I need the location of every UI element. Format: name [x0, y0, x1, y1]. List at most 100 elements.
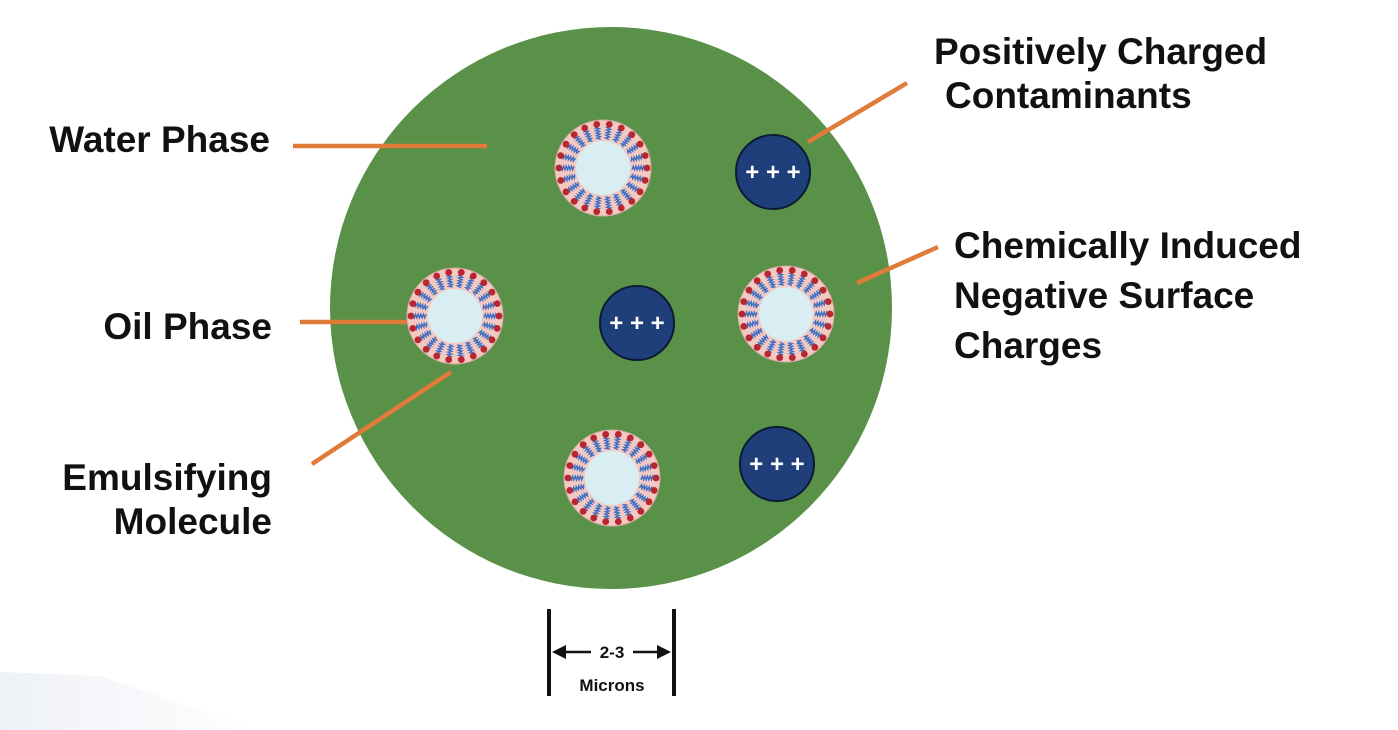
- surfactant-head: [562, 140, 570, 148]
- droplet-core: [759, 287, 813, 341]
- surfactant-tail: [418, 291, 433, 303]
- surfactant-head: [557, 177, 565, 184]
- positive-charge-symbol: + + +: [609, 310, 664, 337]
- surfactant-head: [753, 277, 761, 285]
- label-emulsifying-molecule: Emulsifying Molecule: [62, 457, 272, 542]
- surfactant-tail: [603, 126, 613, 141]
- contaminant-circle: [599, 285, 675, 361]
- surfactant-tail: [561, 173, 576, 184]
- surfactant-head: [480, 279, 488, 287]
- surfactant-tail: [802, 280, 816, 294]
- surfactant-tail: [749, 289, 764, 301]
- surfactant-head: [652, 474, 660, 482]
- contaminant-particle: + + +: [739, 426, 815, 502]
- scale-arrowhead-left: [552, 645, 566, 659]
- surfactant-head: [626, 514, 634, 522]
- surfactant-tail: [592, 503, 603, 517]
- surfactant-head: [445, 269, 453, 276]
- surfactant-head: [645, 498, 653, 506]
- surfactant-head: [495, 312, 503, 320]
- surfactant-head: [488, 336, 496, 344]
- oil-droplet: [737, 265, 835, 363]
- surfactant-tail: [464, 277, 475, 291]
- surfactant-tail: [455, 344, 465, 359]
- surfactant-tail: [809, 288, 823, 301]
- surfactant-tail: [626, 142, 640, 155]
- surfactant-head: [571, 450, 579, 458]
- surfactant-head: [605, 121, 613, 128]
- surfactant-head: [590, 514, 598, 522]
- surfactant-tail: [425, 336, 439, 350]
- surfactant-tail: [481, 320, 496, 331]
- droplet-core: [585, 451, 639, 505]
- surfactant-tail: [602, 505, 612, 520]
- scale-bar: [547, 609, 676, 696]
- surfactant-head: [641, 177, 649, 184]
- surfactant-head: [745, 334, 753, 342]
- surfactant-tail: [483, 312, 498, 320]
- surfactant-tail: [795, 275, 806, 289]
- surfactant-head: [740, 298, 748, 305]
- surfactant-tail: [593, 125, 603, 140]
- surfactant-head: [826, 310, 834, 318]
- background-shade: [0, 672, 260, 730]
- leader-negative-surface: [856, 244, 939, 286]
- surfactant-head: [570, 197, 578, 205]
- surfactant-head: [422, 279, 430, 287]
- contaminants: + + ++ + ++ + +: [599, 134, 815, 502]
- surfactant-head: [566, 462, 574, 469]
- surfactant-head: [422, 345, 430, 353]
- surfactant-tail: [619, 134, 633, 148]
- surfactant-head: [562, 188, 570, 196]
- surfactant-tail: [629, 172, 644, 183]
- surfactant-tail: [570, 483, 585, 494]
- surfactant-tail: [582, 498, 596, 512]
- surfactant-tail: [630, 152, 645, 163]
- surfactant-head: [764, 350, 772, 358]
- surfactant-tail: [571, 463, 586, 474]
- surfactant-head: [626, 434, 634, 442]
- surfactant-tail: [639, 462, 654, 473]
- scale-value: 2-3: [600, 643, 625, 662]
- surfactant-head: [566, 487, 574, 494]
- surfactant-tail: [562, 153, 577, 164]
- leader-lines: [293, 81, 939, 466]
- surfactant-head: [457, 356, 465, 363]
- scale-unit: Microns: [579, 676, 644, 695]
- surfactant-head: [414, 336, 422, 344]
- label-negative-surface-charges: Chemically Induced Negative Surface Char…: [954, 225, 1302, 366]
- surfactant-tail: [776, 271, 786, 286]
- oil-droplets: [406, 119, 835, 527]
- surfactant-head: [753, 343, 761, 351]
- oil-droplet: [406, 267, 504, 365]
- surfactant-tail: [612, 193, 624, 208]
- surfactant-tail: [803, 334, 816, 348]
- surfactant-head: [581, 124, 589, 132]
- surfactant-tail: [813, 298, 828, 309]
- surfactant-head: [637, 507, 645, 515]
- surfactant-head: [776, 267, 784, 274]
- surfactant-tail: [477, 329, 492, 341]
- surfactant-tail: [786, 272, 796, 287]
- surfactant-head: [617, 124, 625, 132]
- surfactant-head: [824, 323, 832, 330]
- surfactant-head: [617, 204, 625, 212]
- surfactant-tail: [582, 444, 595, 458]
- surfactant-tail: [812, 318, 827, 329]
- surfactant-tail: [640, 474, 655, 482]
- surfactant-head: [788, 354, 796, 361]
- surfactant-tail: [756, 334, 770, 348]
- surfactant-tail: [749, 327, 763, 340]
- surfactant-head: [824, 298, 832, 305]
- surfactant-tail: [425, 282, 438, 296]
- surfactant-tail: [621, 503, 633, 518]
- surfactant-tail: [575, 453, 590, 465]
- surfactant-head: [564, 474, 572, 482]
- surfactant-head: [636, 140, 644, 148]
- surfactant-tail: [612, 129, 623, 143]
- surfactant-head: [605, 208, 613, 216]
- surfactant-tail: [414, 301, 429, 312]
- surfactant-tail: [620, 188, 633, 202]
- scale-arrowhead-right: [657, 645, 671, 659]
